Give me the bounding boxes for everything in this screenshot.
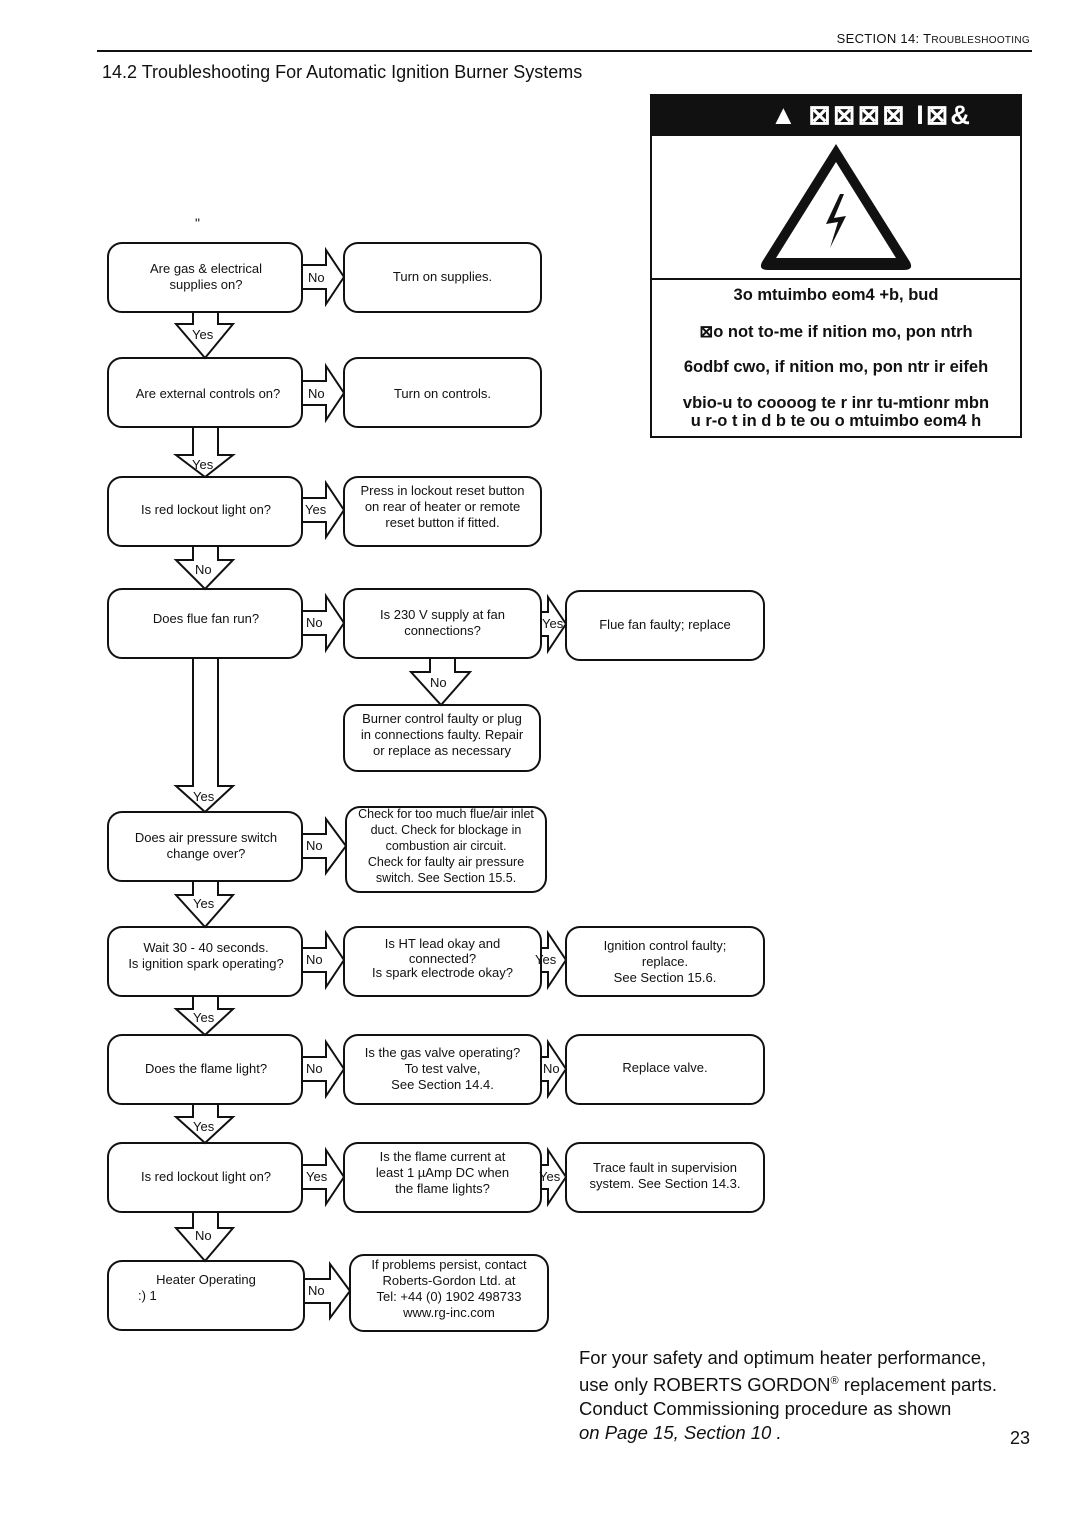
yes-label: Yes [542,616,564,631]
no-label: No [430,675,447,690]
header-rule [97,50,1032,52]
yes-label: Yes [539,1169,561,1184]
no-label: No [308,1283,325,1298]
warning-divider [652,278,1020,280]
page-number: 23 [1010,1428,1031,1448]
warning-panel: ▲ ⊠⊠⊠⊠ I⊠& 3o mtuimbo eom4 +b, bud ⊠o no… [650,94,1022,438]
q7-text: Does the flame light? [144,1061,268,1076]
warning-line-4: vbio-u to coooog te r inr tu-mtionr mbn [682,394,990,412]
footer-reference-line: on Page 15, Section 10 . [579,1422,782,1443]
warning-line-5: u r-o t in d b te ou o mtuimbo eom4 h [690,412,982,430]
warning-heading: ▲ ⊠⊠⊠⊠ I⊠& [770,100,972,130]
yes-label: Yes [192,327,214,342]
yes-label: Yes [535,952,557,967]
no-label: No [543,1061,560,1076]
q6-text: Wait 30 - 40 seconds.Is ignition spark o… [128,940,284,971]
flowchart-down-arrows [173,311,473,1263]
a4b-text: Flue fan faulty; replace [599,617,731,632]
no-label: No [306,952,323,967]
yes-label: Yes [193,789,215,804]
no-label: No [308,386,325,401]
box-a9 [349,1254,549,1332]
footer-commissioning-line: Conduct Commissioning procedure as shown [579,1398,952,1419]
section-header: SECTION 14: TROUBLESHOOTING [837,31,1030,46]
box-a5 [345,806,547,893]
a6b-text: Ignition control faulty;replace.See Sect… [603,938,727,985]
yes-label: Yes [193,1119,215,1134]
yes-label: Yes [306,1169,328,1184]
footer-parts-line: use only ROBERTS GORDON® replacement par… [579,1374,997,1396]
footer-safety-line: For your safety and optimum heater perfo… [579,1347,987,1368]
q8-text: Is red lockout light on? [140,1169,272,1184]
q2-text: Are external controls on? [135,386,281,401]
q4-text: Does flue fan run? [152,611,260,626]
no-label: No [306,1061,323,1076]
warning-line-3: 6odbf cwo, if nition mo, pon ntr ir eife… [683,358,989,376]
no-label: No [308,270,325,285]
page-title: 14.2 Troubleshooting For Automatic Ignit… [102,62,583,82]
electric-hazard-icon [760,144,912,270]
header-rest: ROUBLESHOOTING [931,35,1030,46]
warning-line-2: ⊠o not to-me if nition mo, pon ntrh [699,323,973,341]
yes-label: Yes [192,457,214,472]
a7-text: Is the gas valve operating?To test valve… [364,1045,521,1092]
yes-label: Yes [193,1010,215,1025]
warning-header: ▲ ⊠⊠⊠⊠ I⊠& [652,96,1020,136]
no-label: No [306,838,323,853]
yes-label: Yes [305,502,327,517]
flowchart-right-arrows [301,246,568,1322]
a7b-text: Replace valve. [622,1060,708,1075]
no-label: No [195,1228,212,1243]
header-prefix: SECTION 14: T [836,31,932,46]
a2-text: Turn on controls. [393,386,492,401]
yes-label: Yes [193,896,215,911]
no-label: No [195,562,212,577]
warning-line-1: 3o mtuimbo eom4 +b, bud [733,286,939,304]
a1-text: Turn on supplies. [392,269,493,284]
q9-text: Heater Operating:) 1 [138,1272,256,1303]
q3-text: Is red lockout light on? [140,502,272,517]
no-label: No [306,615,323,630]
stray-mark: " [195,215,200,231]
